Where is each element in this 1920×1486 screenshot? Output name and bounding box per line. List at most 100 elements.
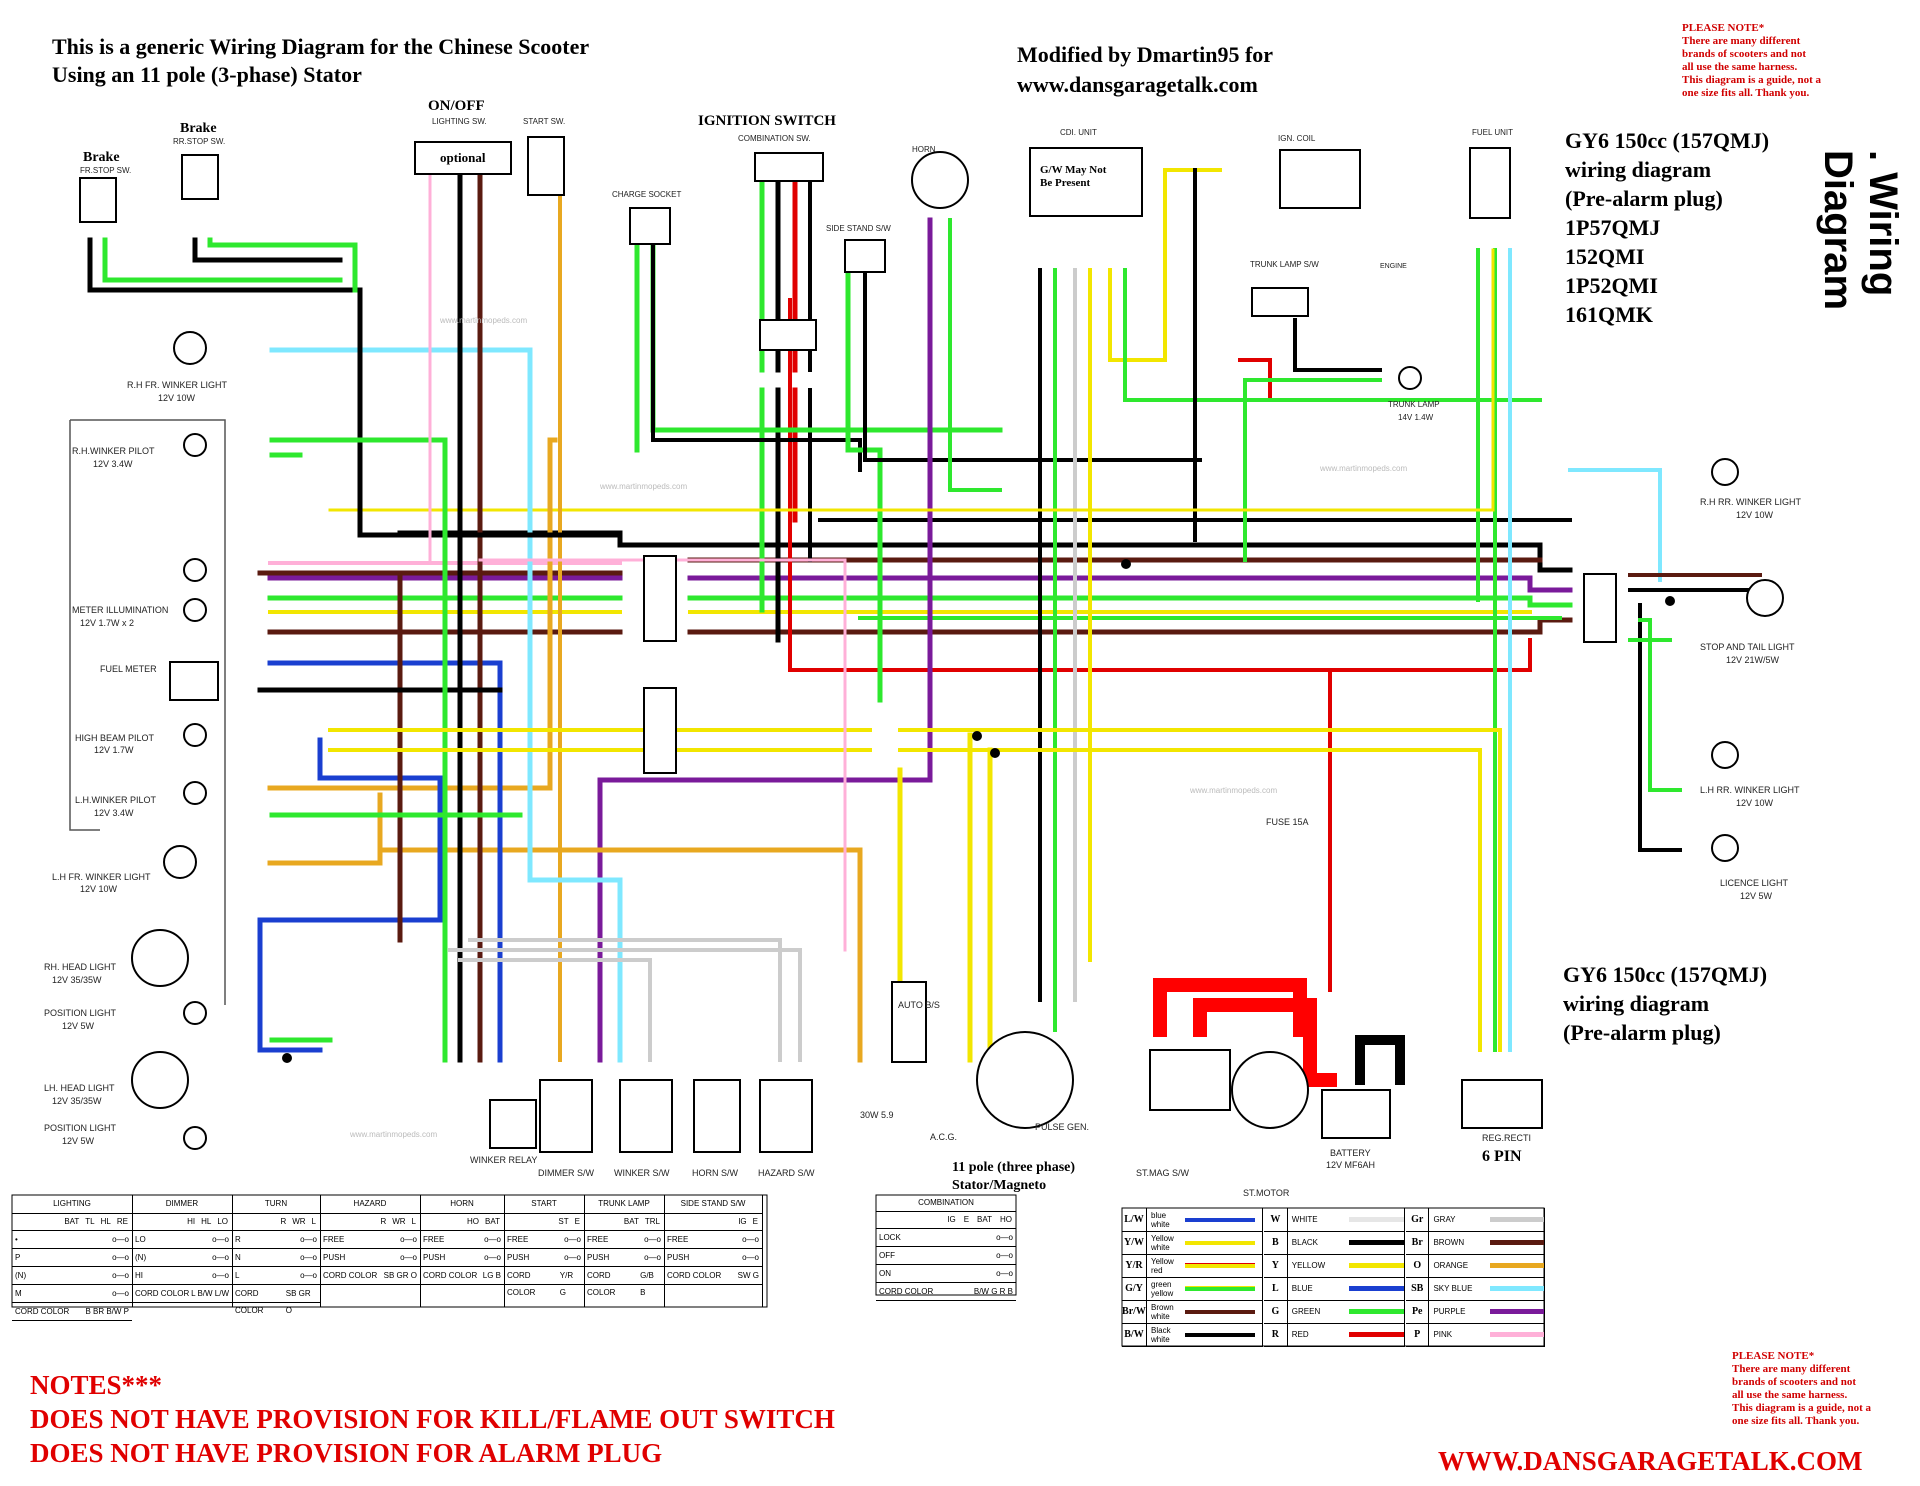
lh-head-light-label: LH. HEAD LIGHT [44, 1083, 115, 1093]
fuel-unit-label: FUEL UNIT [1472, 128, 1514, 137]
legend-swatch [1489, 1286, 1544, 1291]
legend-name: blue white [1151, 1210, 1170, 1229]
contact-icon: o—o [112, 1235, 129, 1244]
column-header: RE [116, 1217, 128, 1226]
model-line: GY6 150cc (157QMJ) [1563, 962, 1768, 987]
legend-name: Black white [1151, 1325, 1171, 1344]
row-label: CORD COLOR [323, 1271, 378, 1280]
rh-rr-winker-label: R.H RR. WINKER LIGHT [1700, 497, 1802, 507]
legend-name: BLUE [1291, 1284, 1313, 1293]
switch-table-title: START [504, 1195, 584, 1214]
switch-table-row: FREE o—o [504, 1231, 584, 1249]
row-label: CORD COLOR [235, 1289, 264, 1315]
legend-name: SKY BLUE [1433, 1284, 1473, 1293]
column-header: TL [85, 1217, 95, 1226]
lh-rr-winker-label: L.H RR. WINKER LIGHT [1700, 785, 1800, 795]
fuel-meter-label: FUEL METER [100, 664, 157, 674]
contact-icon: o—o [644, 1253, 661, 1262]
legend-code: P [1406, 1323, 1430, 1346]
cord-colors: B BR B/W P [85, 1307, 129, 1316]
model-line: 161QMK [1565, 302, 1653, 327]
legend-swatch [1185, 1286, 1255, 1291]
legend-code: G [1264, 1300, 1288, 1323]
row-label: N [235, 1253, 241, 1262]
side-title: . Wiring Diagram [1816, 150, 1905, 311]
legend-name: GRAY [1433, 1215, 1456, 1224]
column-header: L [411, 1217, 416, 1226]
cord-colors: SB GR O [285, 1289, 311, 1315]
column-header: HL [201, 1217, 212, 1226]
legend-code: G/Y [1122, 1277, 1147, 1300]
legend-swatch [1348, 1217, 1404, 1222]
switch-table-columns: HI HL LO [132, 1214, 232, 1231]
stator-line-1: 11 pole (three phase) [952, 1160, 1076, 1175]
licence-light-spec: 12V 5W [1740, 891, 1773, 901]
row-label: FREE [587, 1235, 609, 1244]
column-header: HI [187, 1217, 196, 1226]
switch-table-row: (N)o—o [132, 1249, 232, 1267]
contact-icon: o—o [212, 1235, 229, 1244]
contact-icon: o—o [564, 1235, 581, 1244]
column-header: LO [217, 1217, 228, 1226]
legend-swatch [1489, 1217, 1544, 1222]
fuse-label: FUSE 15A [1266, 817, 1309, 827]
row-label: FREE [507, 1235, 529, 1244]
meter-illumination-label: METER ILLUMINATION [72, 605, 169, 615]
legend-name: BLACK [1291, 1238, 1319, 1247]
notes-heading: NOTES*** [30, 1370, 163, 1400]
cdi-note-1: G/W May Not [1040, 164, 1107, 176]
row-label: FREE [323, 1235, 345, 1244]
position-light-1-spec: 12V 5W [62, 1021, 95, 1031]
row-label: R [235, 1235, 241, 1244]
cord-colors: Y/R G [559, 1271, 574, 1297]
contact-icon: o—o [112, 1253, 129, 1262]
column-header: WR [392, 1217, 406, 1226]
legend-name: PINK [1433, 1330, 1453, 1339]
legend-code: W [1264, 1208, 1288, 1231]
brake-right-sub: RR.STOP SW. [173, 137, 226, 146]
watermark: www.martinmopeds.com [600, 482, 688, 491]
licence-light-label: LICENCE LIGHT [1720, 878, 1789, 888]
legend-swatch [1348, 1240, 1404, 1245]
legend-code: L/W [1122, 1208, 1147, 1231]
position-light-2-label: POSITION LIGHT [44, 1123, 117, 1133]
battery-spec: 12V MF6AH [1326, 1160, 1376, 1170]
ign-coil-label: IGN. COIL [1278, 134, 1316, 143]
switch-table-title: HORN [420, 1195, 504, 1214]
st-mag-sw-label: ST.MAG S/W [1136, 1168, 1190, 1178]
lh-fr-winker-label: L.H FR. WINKER LIGHT [52, 872, 151, 882]
start-sw-label: START SW. [523, 117, 566, 126]
row-label: LO [135, 1235, 146, 1244]
footer-url[interactable]: WWW.DANSGARAGETALK.COM [1438, 1446, 1863, 1476]
row-label: CORD COLOR [135, 1289, 190, 1298]
rh-fr-winker-label: R.H FR. WINKER LIGHT [127, 380, 228, 390]
winker-relay-label: WINKER RELAY [470, 1155, 538, 1165]
column-header: BAT [485, 1217, 500, 1226]
hazard-sw-label: HAZARD S/W [758, 1168, 815, 1178]
brake-right-label: Brake [180, 121, 217, 136]
column-header: BAT [64, 1217, 80, 1226]
lh-head-light-spec: 12V 35/35W [52, 1096, 102, 1106]
rh-winker-pilot-label: R.H.WINKER PILOT [72, 446, 155, 456]
rh-fr-winker-spec: 12V 10W [158, 393, 196, 403]
model-line: 1P57QMJ [1565, 215, 1661, 240]
brake-left-label: Brake [83, 150, 120, 165]
cdi-unit-label: CDI. UNIT [1060, 128, 1097, 137]
high-beam-pilot-spec: 12V 1.7W [94, 745, 134, 755]
